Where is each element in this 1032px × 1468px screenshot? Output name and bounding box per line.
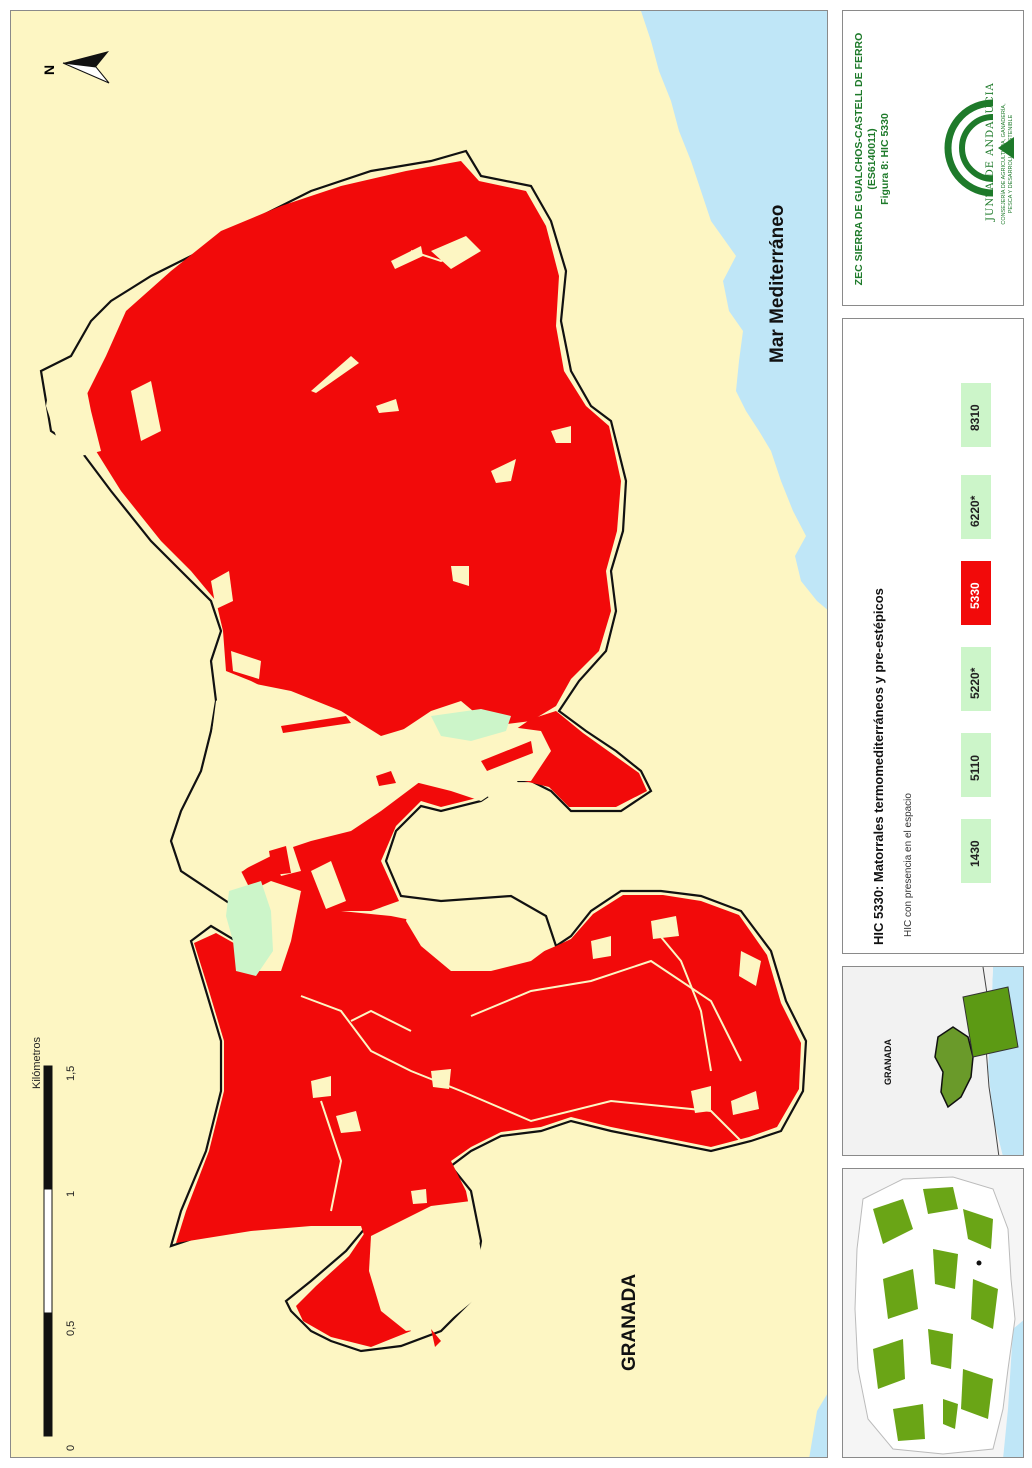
sea-label: Mar Mediterráneo [767,204,788,363]
map-canvas [39,11,827,1457]
legend-item-5220: 5220* [961,647,991,711]
other-hic-areas [226,709,511,976]
north-arrow-icon [62,51,110,84]
non-hic-patches [46,236,761,1331]
andalucia-inset[interactable] [842,1168,1024,1458]
streams [300,250,742,1212]
legend-item-8310: 8310 [961,383,991,447]
scale-tick-0-5: 0,5 [65,1320,77,1336]
locator-map [843,967,1023,1155]
scale-tick-0: 0 [65,1444,77,1451]
legend-panel: HIC 5330: Matorrales termomediterráneos … [842,318,1024,954]
scale-unit-label: Kilómetros [31,1037,43,1089]
scale-bar [43,1065,53,1437]
legend-title: HIC 5330: Matorrales termomediterráneos … [871,588,886,945]
legend-item-6220: 6220* [961,475,991,539]
legend-item-5330: 5330 [961,561,991,625]
figure-title: Figura 8: HIC 5330 [879,113,891,205]
main-map[interactable]: N Kilómetros 0 0,5 1 1,5 Mar Mediterráne… [10,10,828,1458]
title-panel: ZEC SIERRA DE GUALCHOS-CASTELL DE FERRO … [842,10,1024,306]
institution-name: JUNTA DE ANDALUCIA [985,82,996,221]
junta-logo-icon [944,99,1014,197]
department-name: CONSEJERÍA DE AGRICULTURA, GANADERÍA, PE… [1001,103,1014,225]
scale-tick-1: 1 [65,1190,77,1197]
site-location-marker [976,1260,982,1266]
legend-subtitle: HIC con presencia en el espacio [903,793,914,937]
hic-5330-fragments [269,716,533,1347]
sea-area [641,11,827,610]
north-label: N [41,64,57,75]
andalucia-overview-map [843,1169,1023,1457]
region-label: GRANADA [619,1273,640,1371]
locator-inset[interactable]: GRANADA [842,966,1024,1156]
inset-region-label: GRANADA [883,1039,893,1085]
title-line1: ZEC SIERRA DE GUALCHOS-CASTELL DE FERRO [853,32,865,286]
title-line2: (ES6140011) [866,128,878,190]
legend-item-5110: 5110 [961,733,991,797]
scale-tick-1-5: 1,5 [65,1065,77,1081]
legend-item-1430: 1430 [961,819,991,883]
coast-strip [809,1394,827,1457]
